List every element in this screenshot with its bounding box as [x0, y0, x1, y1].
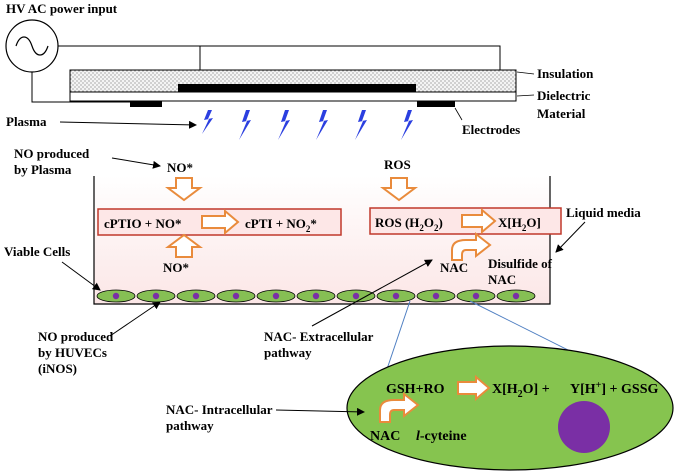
- liquid-media-label: Liquid media: [566, 205, 641, 220]
- plasma-label: Plasma: [6, 114, 47, 129]
- container-wall: [93, 176, 551, 305]
- ros-top: ROS: [384, 157, 411, 172]
- intracellular-label-1: NAC- Intracellular: [166, 402, 273, 417]
- cell-nucleus: [312, 292, 320, 300]
- power-label: HV AC power input: [6, 1, 118, 16]
- cell-nucleus: [472, 292, 480, 300]
- dielectric-label-1: Dielectric: [537, 88, 591, 103]
- cell-nucleus: [392, 292, 400, 300]
- cell-nucleus: [232, 292, 240, 300]
- reaction-arrow-icon: [201, 208, 240, 236]
- no-star-top: NO*: [167, 160, 193, 175]
- up-arrow-no: [165, 233, 203, 258]
- plasma-bolt-icon: [278, 110, 290, 140]
- reaction-arrow-icon: [457, 374, 491, 402]
- cell-nucleus: [432, 292, 440, 300]
- sine-wave-icon: [15, 36, 49, 56]
- down-arrow-no: [165, 177, 203, 202]
- dielectric-layer: [69, 91, 517, 102]
- no-plasma-label-2: by Plasma: [14, 162, 72, 177]
- insulation-label: Insulation: [537, 66, 594, 81]
- no-plasma-label-1: NO produced: [14, 146, 90, 161]
- intracell-cysteine: l-cyteine: [416, 429, 467, 444]
- intracell-mid: X[H2O] +: [492, 382, 550, 400]
- cell-nucleus: [512, 292, 520, 300]
- cell-nucleus: [112, 292, 120, 300]
- no-star-bottom: NO*: [163, 260, 189, 275]
- ground-electrode-left: [130, 101, 162, 107]
- intracell-nac: NAC: [370, 429, 400, 444]
- nac-label: NAC: [440, 260, 468, 275]
- power-source: HV AC power input: [5, 1, 118, 73]
- plasma-discharges: [202, 110, 413, 140]
- ros-left: ROS (H2O2): [375, 215, 443, 233]
- enlarged-nucleus: [558, 401, 610, 453]
- plasma-bolt-icon: [401, 110, 413, 140]
- plasma-bolt-icon: [355, 110, 367, 140]
- plasma-bolt-icon: [202, 110, 213, 134]
- disulfide-label-2: NAC: [488, 272, 516, 287]
- viable-cells-label: Viable Cells: [4, 244, 70, 259]
- cell-nucleus: [152, 292, 160, 300]
- top-electrode: [178, 84, 416, 93]
- ros-right: X[H2O]: [498, 215, 541, 233]
- cptio-left: cPTIO + NO*: [104, 216, 181, 231]
- curved-arrow-icon: [379, 391, 420, 423]
- intracellular-label-2: pathway: [166, 418, 214, 433]
- cell-nucleus: [352, 292, 360, 300]
- reaction-arrow-icon: [461, 207, 497, 235]
- cell-nucleus: [272, 292, 280, 300]
- no-huvec-label-1: NO produced: [38, 329, 114, 344]
- electrode-assembly: [69, 69, 517, 107]
- cell-row: [96, 289, 536, 303]
- cell-nucleus: [192, 292, 200, 300]
- electrodes-label: Electrodes: [462, 122, 520, 137]
- plasma-bolt-icon: [316, 110, 328, 140]
- no-huvec-label-3: (iNOS): [38, 361, 77, 376]
- down-arrow-ros: [380, 177, 418, 202]
- cptio-right: cPTI + NO2*: [245, 216, 317, 234]
- extracellular-label-2: pathway: [264, 345, 312, 360]
- extracellular-label-1: NAC- Extracellular: [264, 329, 374, 344]
- curved-arrow-icon: [451, 231, 492, 261]
- zoom-line-left: [384, 300, 411, 376]
- ground-electrode-right: [417, 101, 455, 107]
- plasma-bolt-icon: [239, 110, 251, 140]
- dielectric-label-2: Material: [537, 106, 586, 121]
- disulfide-label-1: Disulfide of: [488, 256, 553, 271]
- intracell-left: GSH+RO: [386, 382, 445, 397]
- no-huvec-label-2: by HUVECs: [38, 345, 107, 360]
- intracell-right: Y[H+] + GSSG: [570, 380, 658, 397]
